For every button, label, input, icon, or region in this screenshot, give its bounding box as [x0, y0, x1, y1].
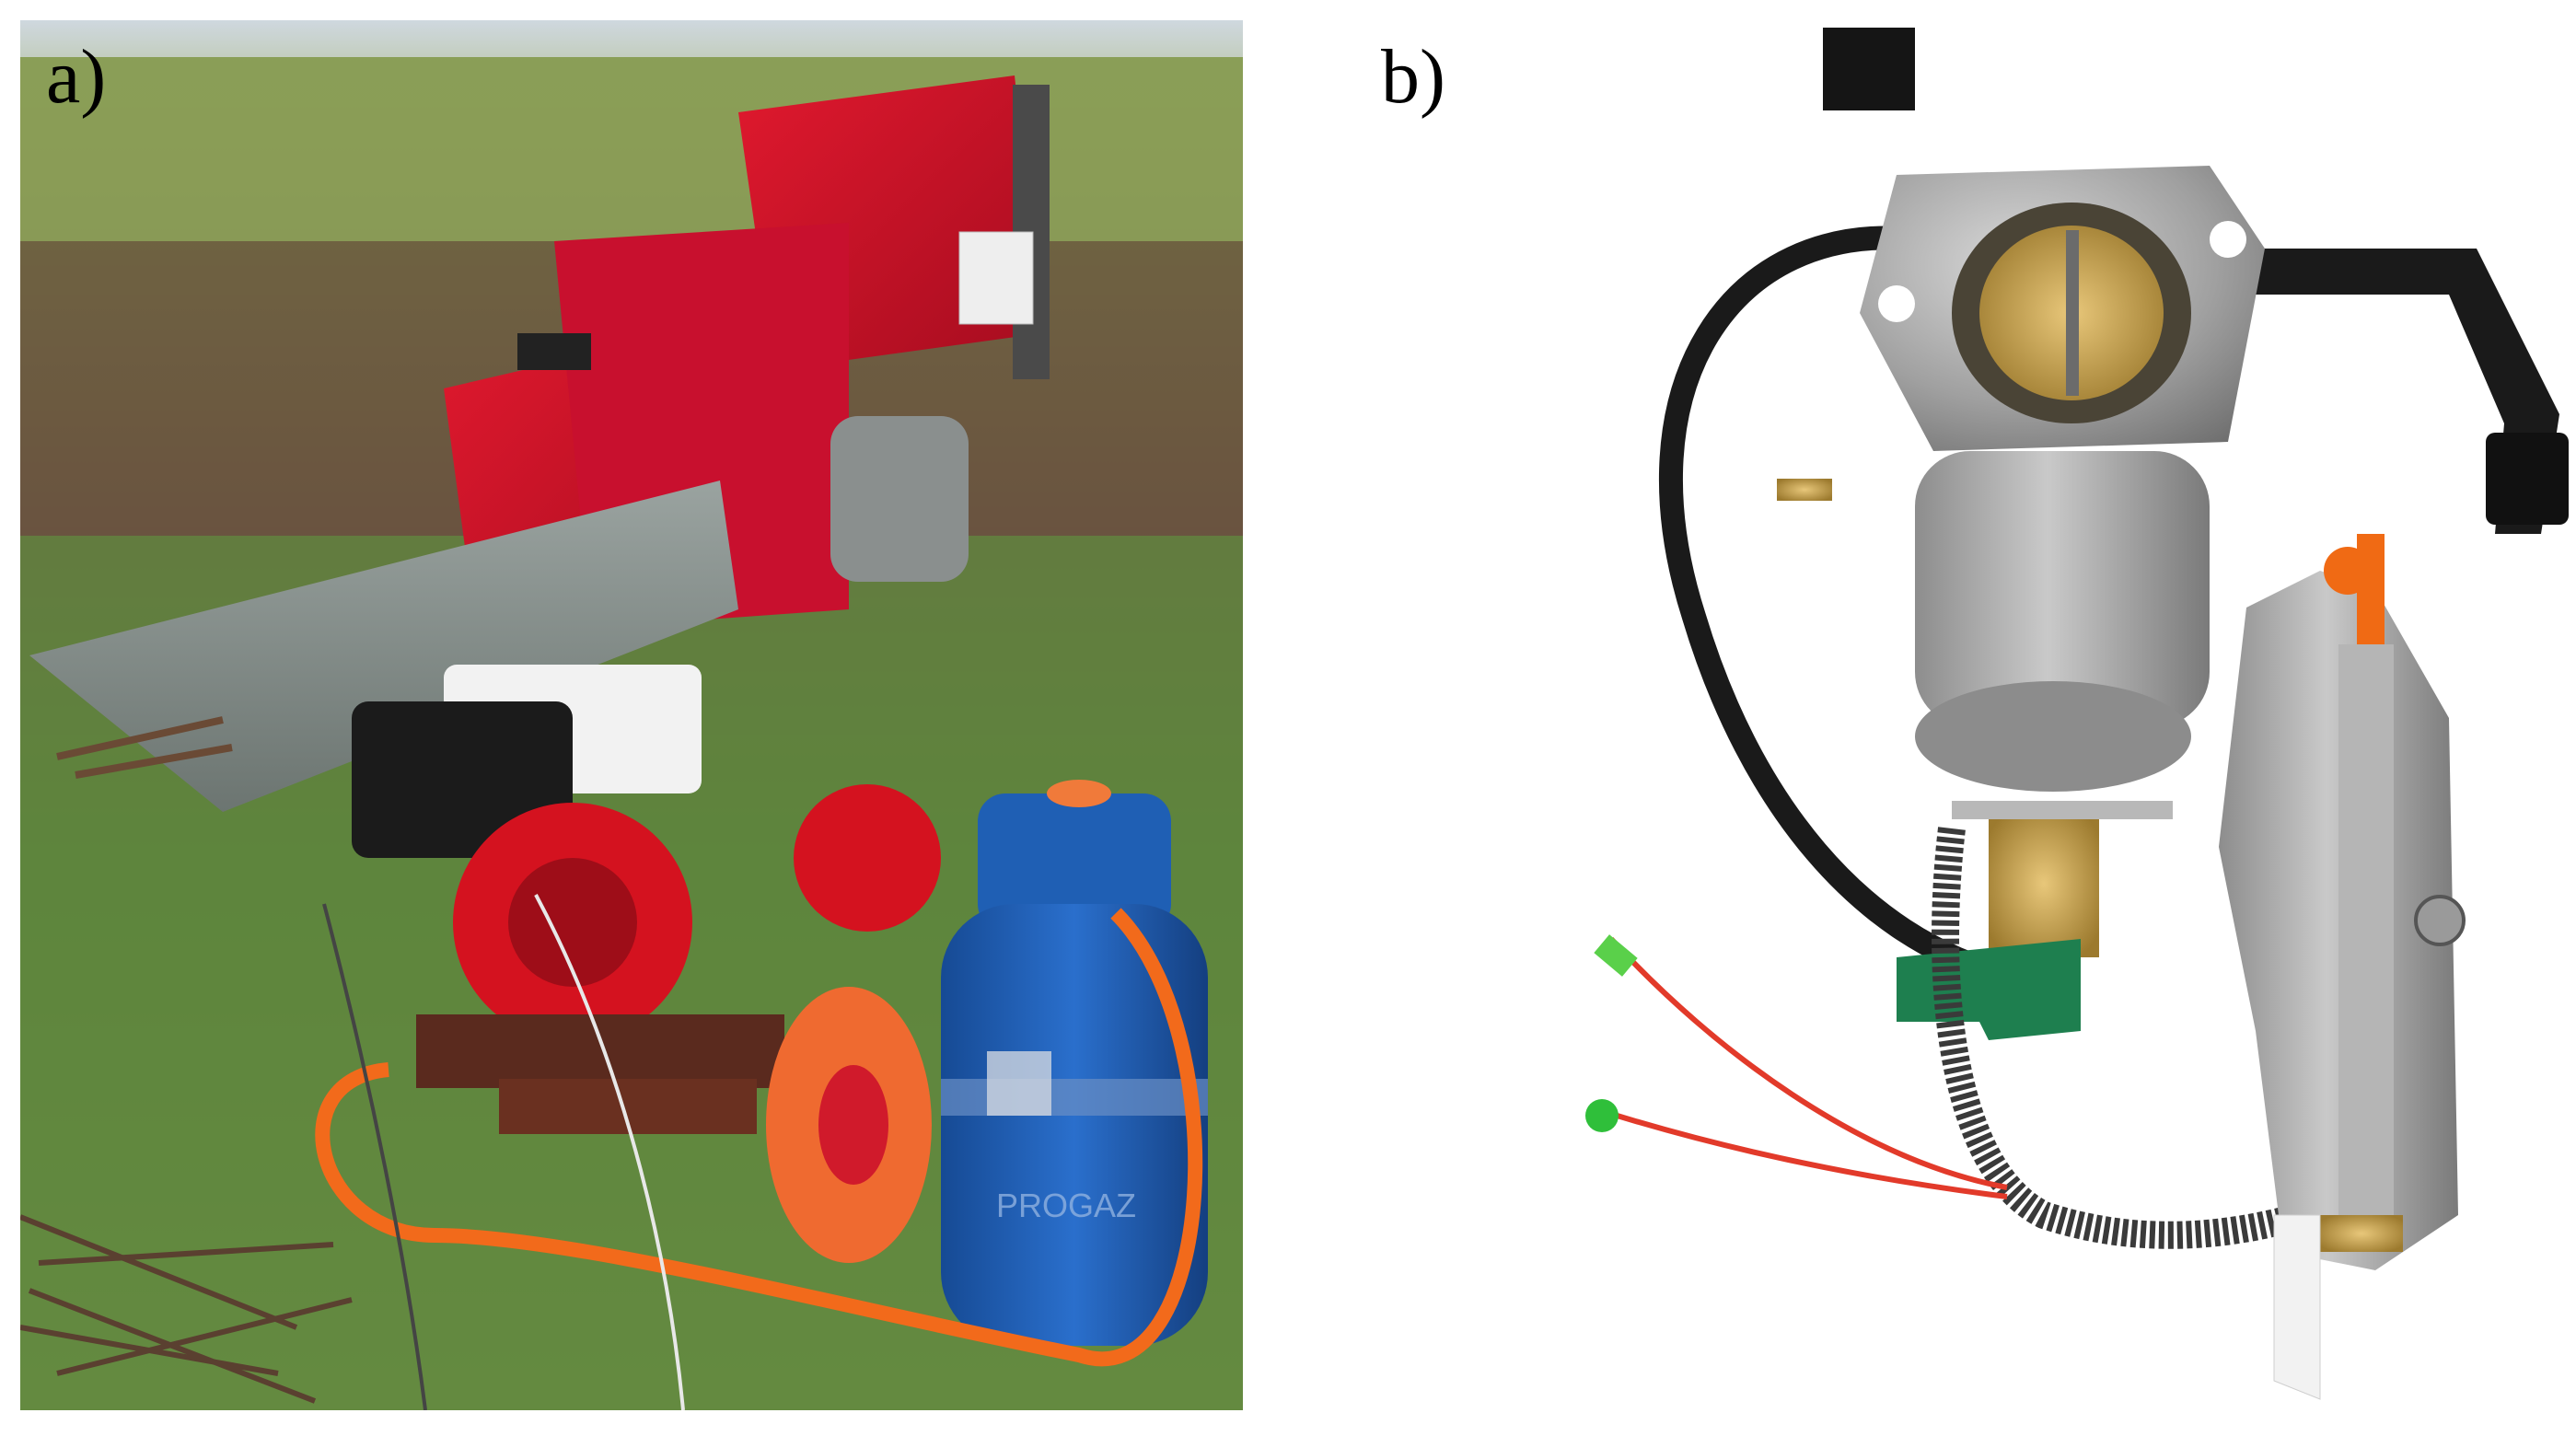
brass-gas-inlet	[2320, 1215, 2403, 1252]
wire-tip-lower	[1585, 1099, 1619, 1132]
shredder-photo: PROGAZ	[20, 20, 1243, 1410]
float-bowl	[1915, 451, 2210, 727]
sensor-cable	[534, 894, 685, 1410]
spiral-gas-hose	[1932, 827, 2362, 1249]
sensor-cable-2	[322, 903, 427, 1410]
junction-box	[958, 231, 1034, 325]
brass-nozzle	[1989, 810, 2099, 957]
mixer-bracket	[1952, 801, 2173, 819]
machine-frame	[416, 1014, 784, 1088]
panel-label-b: b)	[1381, 34, 1445, 120]
bowl-bottom	[1915, 681, 2191, 792]
cylinder-brand-text: PROGAZ	[996, 1187, 1136, 1224]
lever-end	[2486, 433, 2569, 525]
choke-connector	[1823, 28, 1915, 110]
regulator-plate	[2338, 644, 2394, 1233]
branch-pile	[20, 1214, 353, 1404]
throttle-shaft	[2066, 230, 2079, 396]
cylinder-band	[941, 1079, 1208, 1116]
flange-hole-left	[1878, 285, 1915, 322]
sticks-on-tray	[56, 716, 233, 779]
cylinder-cap	[1047, 780, 1111, 807]
black-fuel-hose	[1658, 226, 2011, 988]
hopper-label	[517, 333, 591, 370]
lpg-cylinder-collar	[978, 793, 1171, 932]
orange-knob-stem	[2357, 534, 2385, 644]
lpg-cylinder	[941, 904, 1208, 1346]
feed-tray	[29, 481, 738, 812]
left-brass-fitting	[1777, 479, 1832, 501]
regulator-spring-screw	[2414, 895, 2466, 946]
photo-panel-b	[1344, 18, 2569, 1418]
red-wire-lower	[1610, 1111, 2008, 1199]
gas-mixer-canister	[830, 416, 969, 582]
carburetor-photo	[1585, 28, 2569, 1400]
lpg-hose	[315, 908, 1203, 1367]
panel-label-a: a)	[46, 34, 107, 120]
wire-tip-upper	[1594, 934, 1638, 977]
cylinder-label	[987, 1051, 1051, 1116]
flange-hole-right	[2210, 221, 2246, 258]
engine-recoil-grille	[508, 858, 637, 987]
red-wire-upper	[1608, 936, 2008, 1190]
wheel-hub	[818, 1065, 888, 1185]
photo-panel-a: PROGAZ	[20, 20, 1243, 1410]
corn-field	[20, 57, 1243, 241]
second-engine-cover	[794, 784, 941, 932]
white-valve	[2273, 1214, 2321, 1400]
